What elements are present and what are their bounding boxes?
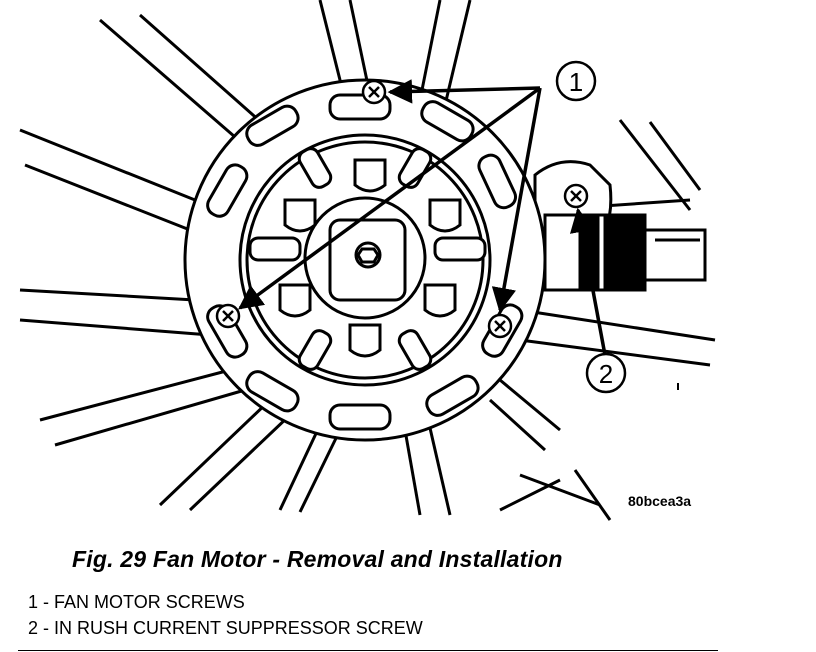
figure-reference-code: 80bcea3a — [628, 493, 691, 509]
legend-separator: - — [38, 592, 55, 612]
callout-1: 1 — [555, 60, 597, 102]
bottom-divider — [18, 650, 718, 651]
callout-2-leader — [569, 207, 607, 356]
callout-1-leaders — [238, 79, 542, 313]
legend-number: 2 — [28, 618, 39, 638]
motor-clips — [248, 147, 487, 371]
legend-item-2: 2 - IN RUSH CURRENT SUPPRESSOR SCREW — [28, 618, 423, 639]
callout-2-number: 2 — [599, 359, 613, 389]
legend-separator: - — [38, 618, 55, 638]
legend-text: FAN MOTOR SCREWS — [54, 592, 245, 612]
suppressor-connector — [543, 213, 707, 292]
callout-1-number: 1 — [569, 67, 583, 97]
motor-screw-top — [361, 79, 387, 105]
legend-text: IN RUSH CURRENT SUPPRESSOR SCREW — [54, 618, 423, 638]
legend-number: 1 — [28, 592, 39, 612]
motor-screw-left — [215, 303, 241, 329]
legend-item-1: 1 - FAN MOTOR SCREWS — [28, 592, 245, 613]
motor-screw-right — [487, 313, 513, 339]
fan-motor-diagram: 1 2 80bcea3a — [19, 0, 716, 521]
figure-caption: Fig. 29 Fan Motor - Removal and Installa… — [72, 546, 563, 572]
suppressor-screw — [563, 183, 589, 209]
fan-motor-screws — [215, 79, 513, 339]
callout-2: 2 — [585, 352, 627, 394]
shroud-spokes — [19, 0, 716, 521]
